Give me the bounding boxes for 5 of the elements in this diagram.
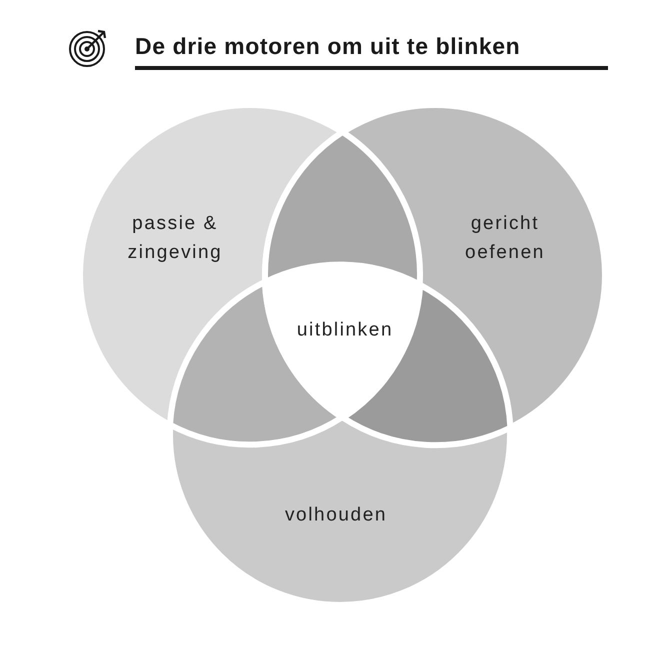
title: De drie motoren om uit te blinken: [135, 32, 608, 70]
node-label: passie & zingeving: [126, 212, 224, 265]
node-label: volhouden: [284, 504, 388, 528]
node-label: uitblinken: [296, 318, 394, 342]
node-label: gericht oefenen: [464, 212, 546, 265]
